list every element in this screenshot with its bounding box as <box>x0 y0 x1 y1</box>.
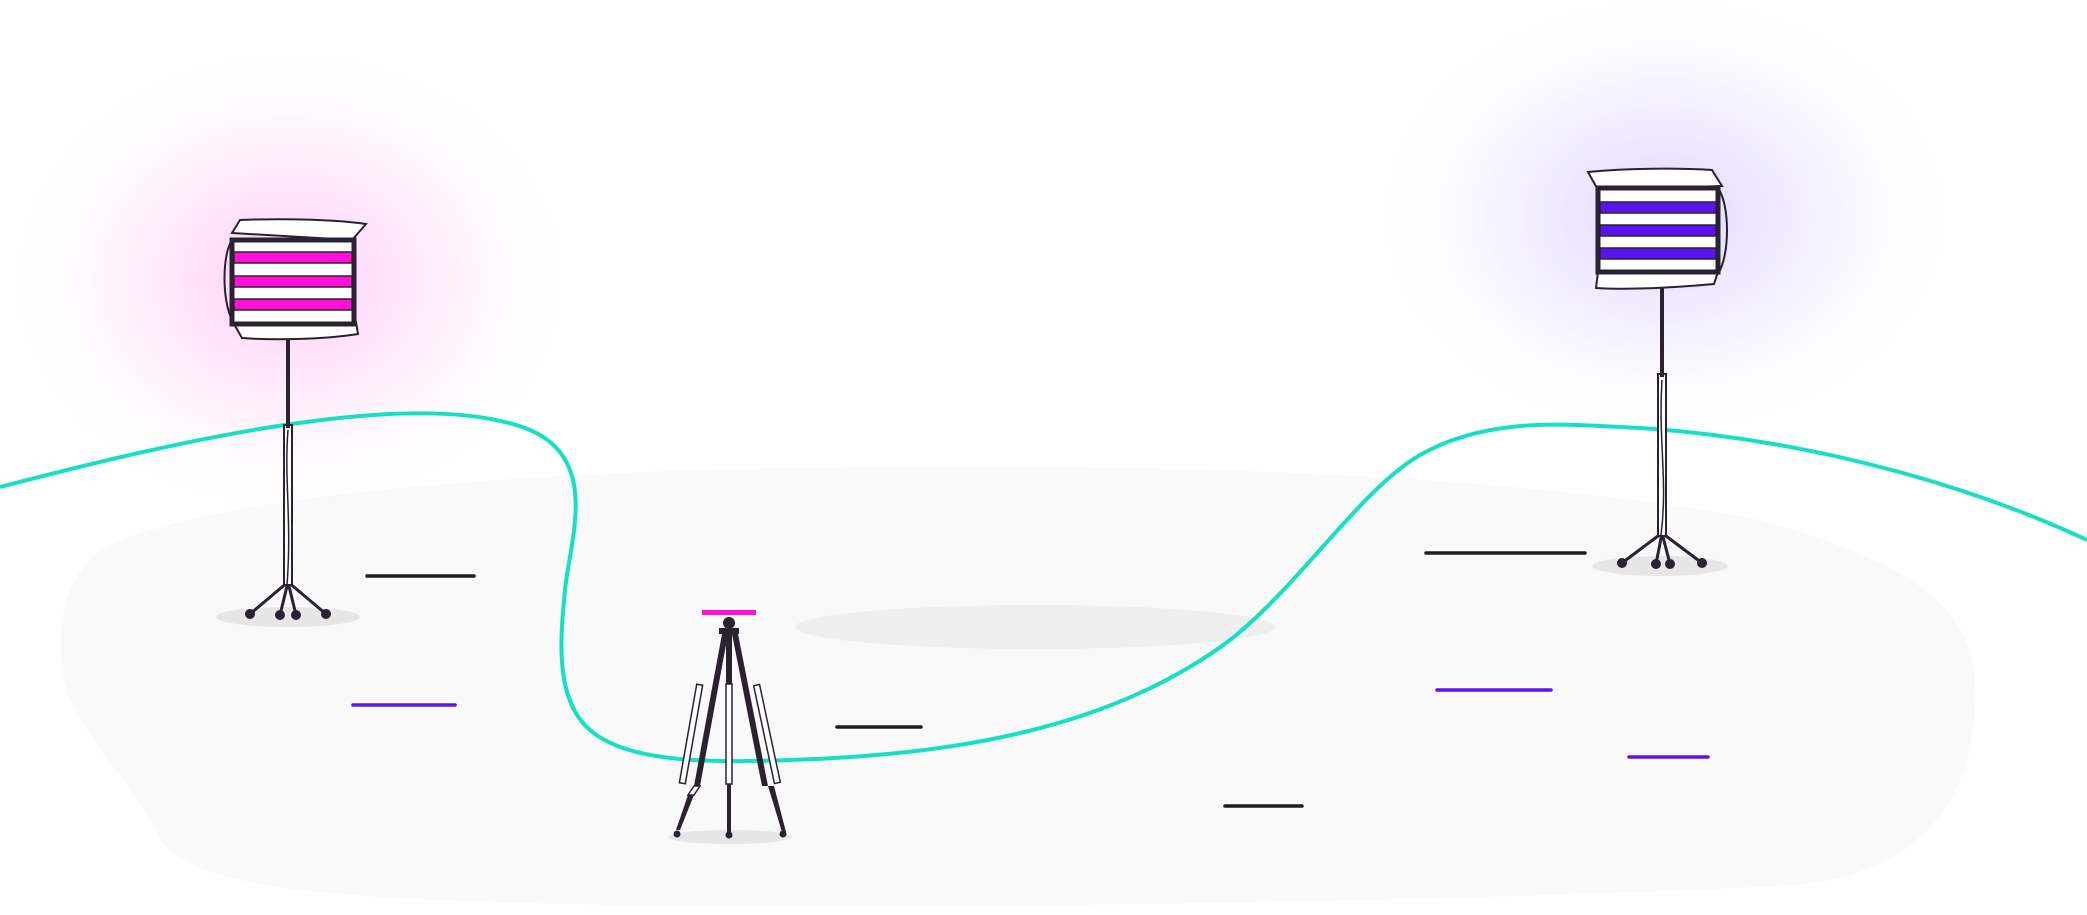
tripod-leg <box>732 634 768 786</box>
tripod-head <box>723 617 735 629</box>
light-stripe-violet <box>1599 201 1717 214</box>
left-stand-shadow <box>216 607 360 627</box>
tripod-leg <box>694 634 728 786</box>
stand-pole-upper <box>286 338 290 428</box>
light-stripe-magenta <box>233 275 353 288</box>
softbox-light-icon <box>223 218 368 341</box>
stand-legs <box>245 580 331 620</box>
left-light-stand <box>223 218 368 620</box>
light-stripe-magenta <box>233 251 353 264</box>
barn-door-top <box>230 218 368 242</box>
floor-dashes <box>351 551 1710 808</box>
barn-door-side <box>1717 187 1728 275</box>
light-stripe-violet <box>1599 224 1717 237</box>
barn-door-bottom <box>1594 271 1720 290</box>
center-floor-shadow <box>795 605 1275 649</box>
barn-door-side <box>223 239 233 321</box>
power-cable-icon <box>0 411 2087 764</box>
tripod-icon <box>673 610 787 839</box>
softbox-light-icon <box>1586 167 1728 290</box>
tripod-mount-plate <box>702 610 756 615</box>
stand-pole-upper <box>1660 285 1664 377</box>
light-stripe-magenta <box>233 298 353 311</box>
tripod-leg <box>726 634 732 684</box>
stand-legs <box>1617 531 1707 569</box>
floor-area <box>60 466 1976 907</box>
right-light-stand <box>1586 167 1728 569</box>
light-stripe-violet <box>1599 247 1717 260</box>
barn-door-top <box>1586 167 1724 192</box>
